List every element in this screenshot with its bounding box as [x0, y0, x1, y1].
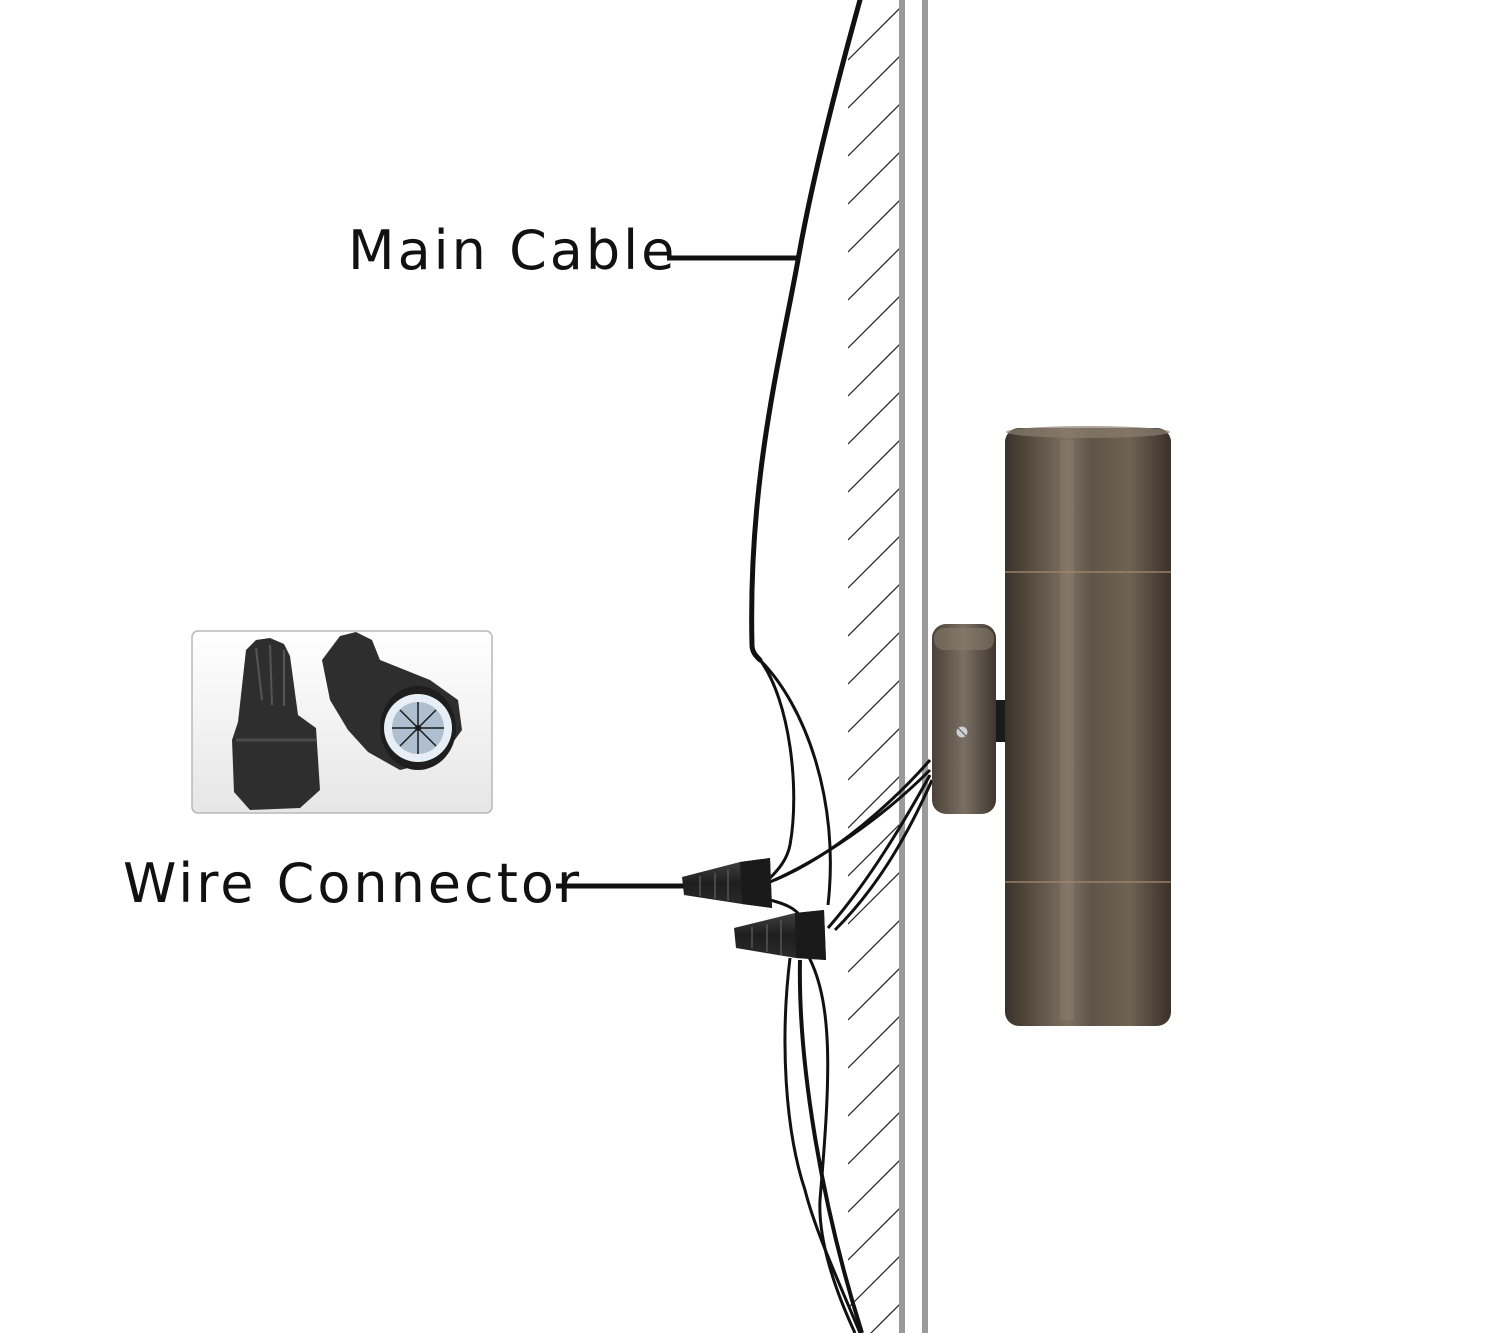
wire-connector-lower-icon — [734, 910, 826, 960]
wall-light-fixture-icon — [932, 426, 1171, 1026]
wire-bundle — [758, 658, 934, 1333]
wall-section-icon — [848, 0, 928, 1333]
wire-connector-upper-icon — [682, 858, 772, 908]
main-cable-label: Main Cable — [348, 219, 678, 282]
main-cable-line — [749, 0, 863, 663]
wire-connector-photo-icon — [191, 630, 493, 814]
main-cable-lower — [797, 959, 864, 1333]
wire-connector-label: Wire Connector — [123, 852, 583, 915]
